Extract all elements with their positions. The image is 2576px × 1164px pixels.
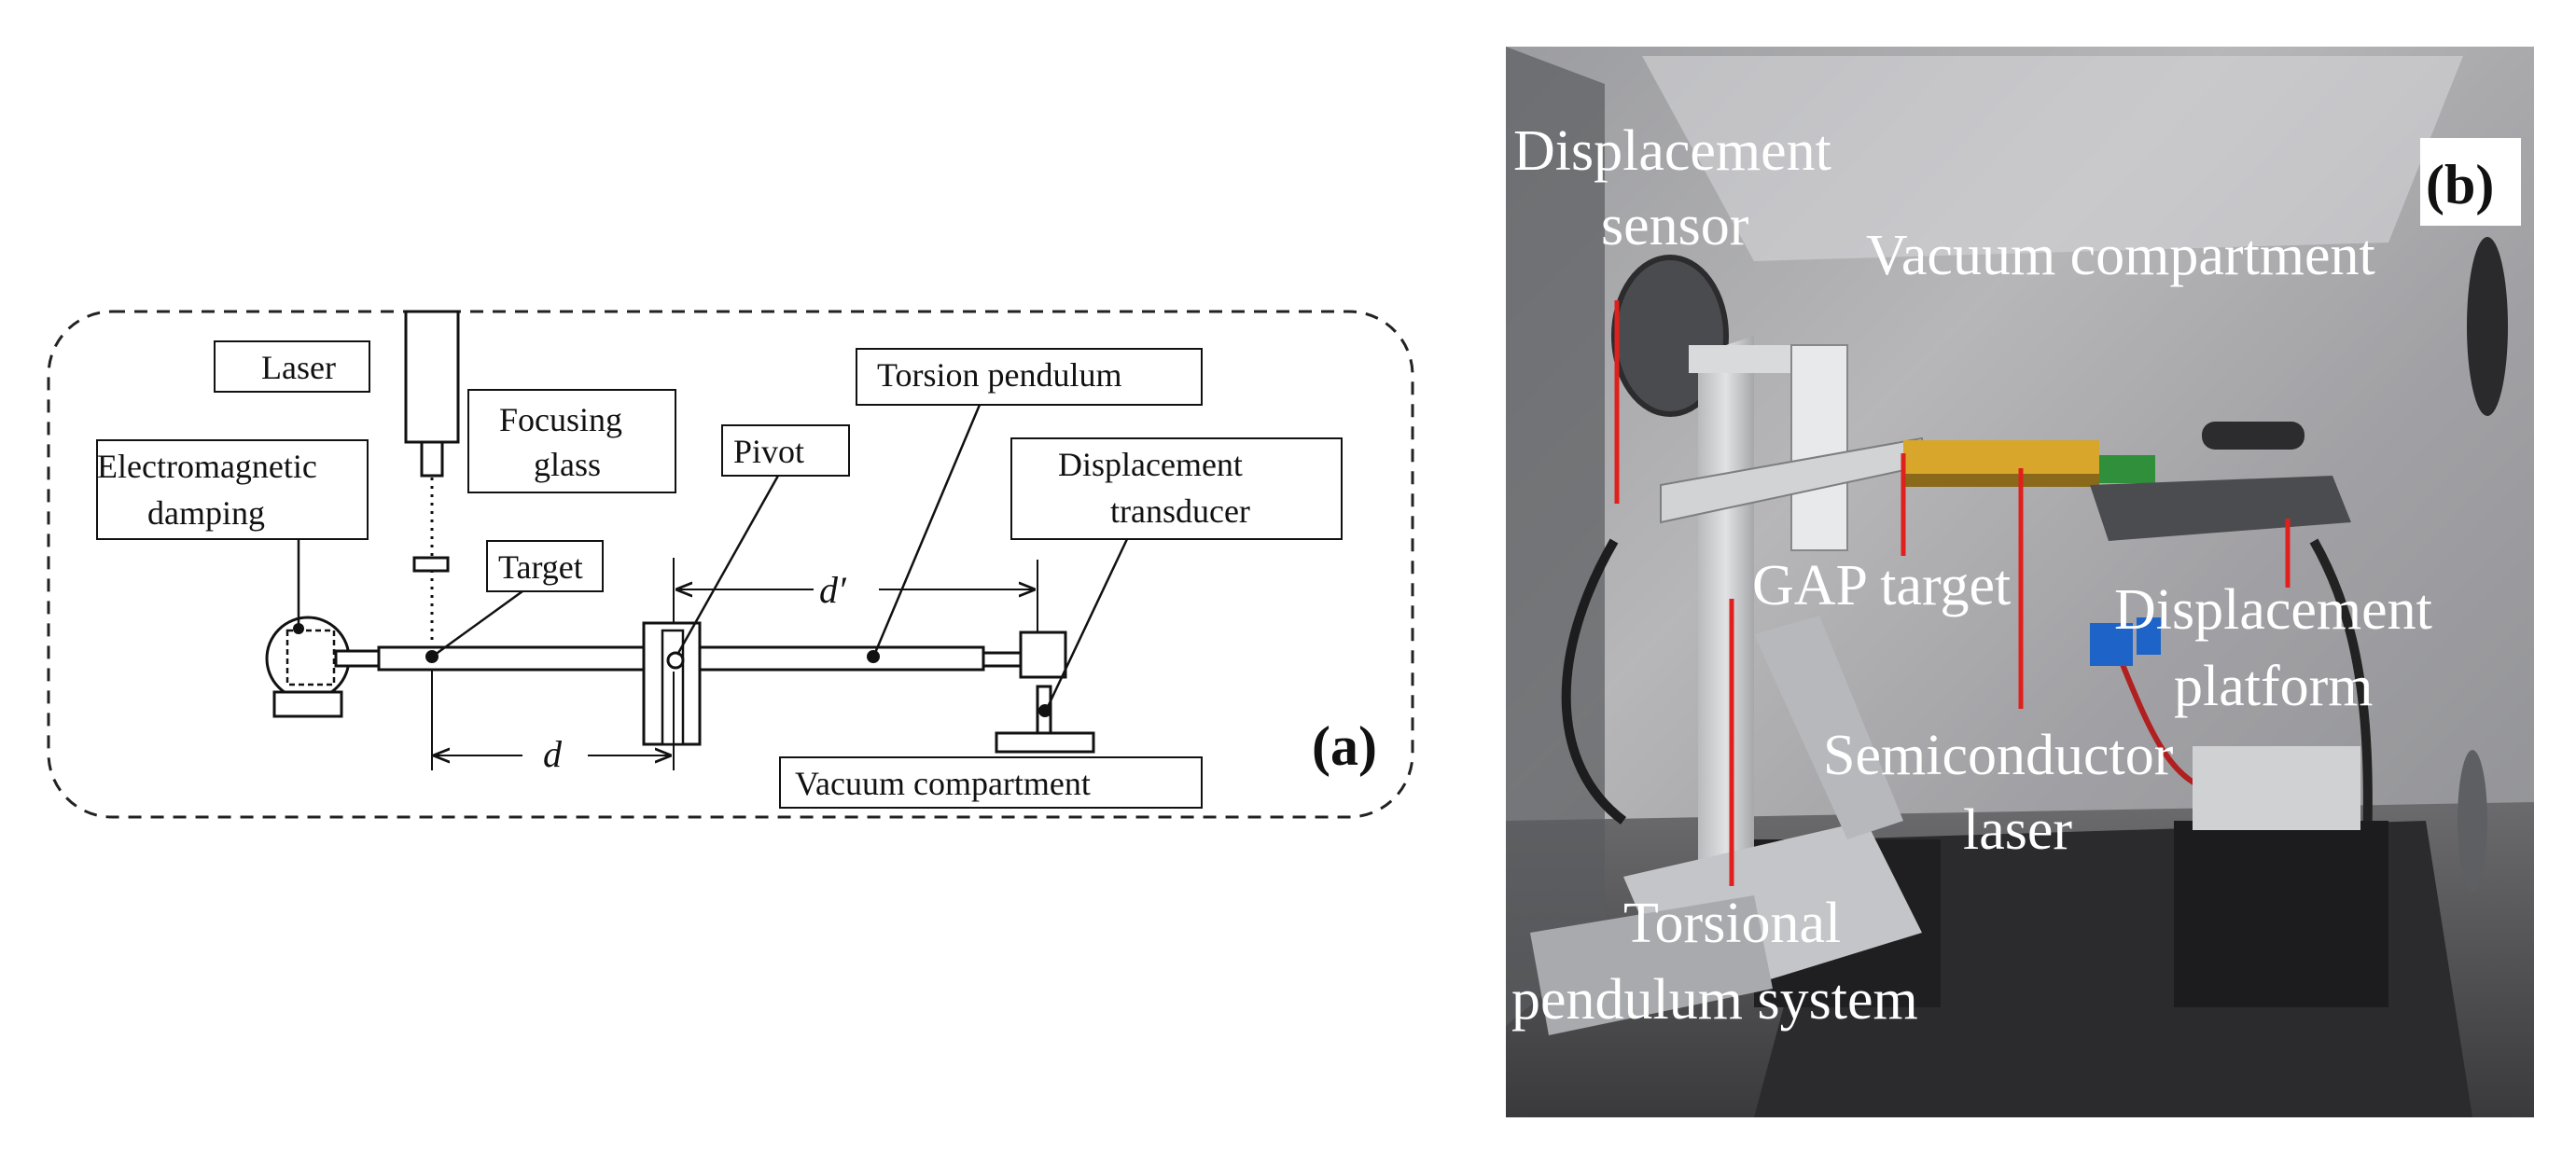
- laser-label-box: [214, 340, 370, 393]
- transducer-base: [995, 731, 1095, 754]
- photo-stage-right-top: [2193, 746, 2360, 830]
- pivot-leader: [675, 475, 780, 656]
- em-damping-label-line2: damping: [147, 494, 265, 532]
- laser-nozzle: [420, 440, 444, 478]
- photo-blue-clip-2: [2137, 617, 2161, 655]
- disp-transducer-label-box: [1010, 437, 1343, 540]
- photo-pendulum-head: [1790, 344, 1848, 551]
- torsion-pendulum-leader: [873, 404, 982, 654]
- d-label-bg: [522, 735, 588, 776]
- target-leader: [434, 589, 523, 657]
- em-damping-leader-dot: [293, 623, 304, 634]
- photo-label-gap-target: GAP target: [1752, 554, 2011, 617]
- photo-label-torsional-2: pendulum system: [1511, 968, 1918, 1032]
- photo-viewport-right-lower: [2458, 750, 2487, 892]
- photo-green-part: [2099, 455, 2155, 483]
- photo-label-vacuum: Vacuum compartment: [1866, 224, 2375, 287]
- focusing-glass-label-line2: glass: [534, 446, 601, 483]
- photo-stand-brace: [1754, 616, 1903, 839]
- photo-gap-target: [1903, 440, 2099, 478]
- disp-transducer-label-line1: Displacement: [1058, 446, 1243, 483]
- target-label-box: [486, 540, 604, 592]
- photo-stage-right: [2174, 821, 2388, 1007]
- pivot-label: Pivot: [733, 433, 804, 470]
- photo-label-semi-laser-1: Semiconductor: [1823, 724, 2174, 787]
- panel-b-tag-bg: [2420, 138, 2521, 226]
- transducer-dot: [1038, 704, 1051, 717]
- focusing-glass-label-line1: Focusing: [499, 401, 622, 438]
- transducer-head: [1019, 630, 1067, 679]
- panel-a-tag: (a): [1312, 715, 1377, 777]
- photo-label-disp-platform-2: platform: [2174, 655, 2374, 718]
- damper-core: [285, 629, 336, 686]
- photo-label-disp-platform-1: Displacement: [2114, 578, 2432, 642]
- disp-transducer-label-line2: transducer: [1110, 492, 1250, 530]
- panel-a: Laser Focusing glass Electromagnetic dam…: [47, 310, 1414, 819]
- photo-stand-foot: [1530, 895, 1773, 1035]
- beam-end-connector: [982, 651, 1024, 668]
- photo-platform-ring: [2202, 422, 2304, 450]
- laser-body: [404, 310, 460, 444]
- vacuum-label: Vacuum compartment: [795, 765, 1091, 802]
- target-dot: [425, 650, 439, 663]
- panel-b-tag: (b): [2426, 154, 2494, 215]
- photo-gap-target-edge: [1903, 474, 2099, 487]
- torsion-pendulum-label-box: [856, 348, 1203, 406]
- em-damping-label-box: [96, 439, 369, 540]
- photo-viewport-right: [2467, 237, 2508, 416]
- d-prime-label: d′: [819, 569, 847, 611]
- photo-label-semi-laser-2: laser: [1963, 798, 2072, 862]
- panel-b: Displacement sensor Vacuum compartment G…: [1506, 47, 2534, 1117]
- target-label: Target: [498, 548, 583, 586]
- photo-blue-clip: [2090, 623, 2133, 666]
- photo-label-torsional-1: Torsional: [1623, 892, 1841, 955]
- torsion-pendulum-label: Torsion pendulum: [877, 356, 1121, 394]
- dashed-enclosure: [47, 310, 1414, 819]
- photo-cable-left: [1561, 538, 1627, 824]
- photo-left-wall: [1506, 47, 1605, 1026]
- transducer-leader: [1045, 538, 1129, 710]
- d-prime-label-bg: [814, 569, 879, 610]
- d-label: d: [543, 733, 563, 775]
- em-damping-label-line1: Electromagnetic: [97, 448, 317, 485]
- laser-label: Laser: [261, 349, 336, 386]
- torsion-pendulum-dot: [867, 650, 880, 663]
- focusing-glass-label-box: [467, 389, 676, 493]
- focusing-glass-element: [412, 556, 450, 573]
- damper-base: [272, 690, 343, 718]
- photo-label-disp-sensor-2: sensor: [1601, 194, 1749, 257]
- photo-label-disp-sensor-1: Displacement: [1513, 119, 1831, 183]
- vacuum-label-box: [779, 756, 1203, 809]
- pivot-label-box: [721, 424, 850, 477]
- photo-ceiling-reflection: [1642, 56, 2463, 261]
- pivot-point: [666, 651, 685, 670]
- damper-connector: [334, 649, 381, 668]
